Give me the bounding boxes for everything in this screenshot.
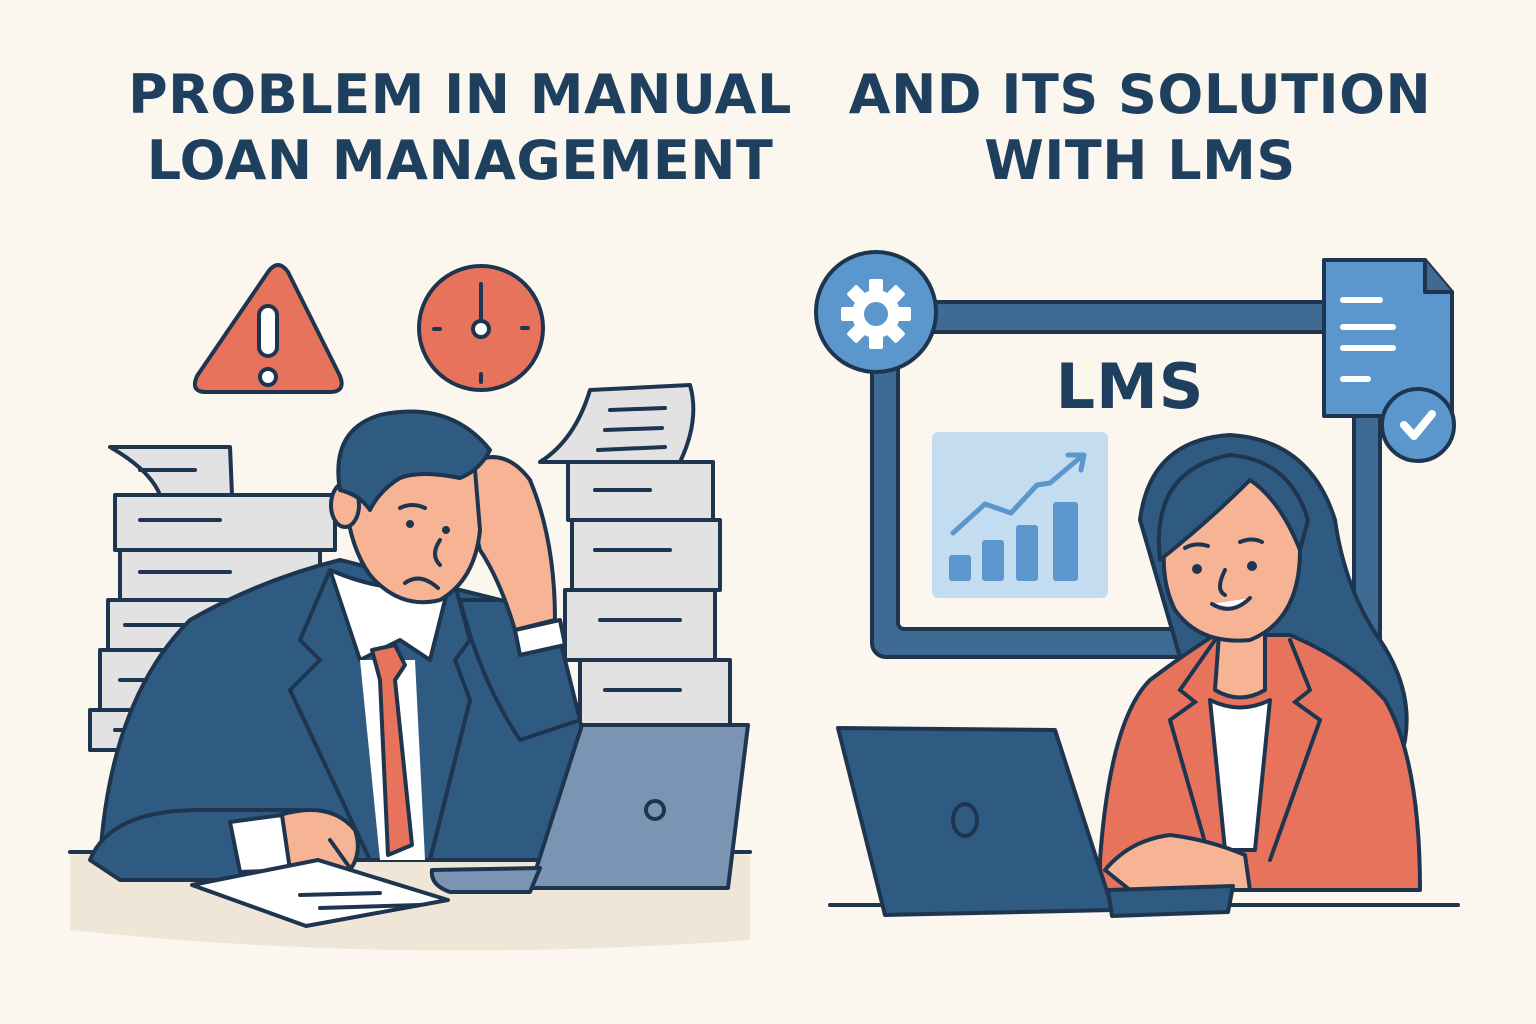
- solution-title-line1: AND ITS SOLUTION: [848, 63, 1432, 126]
- growth-chart-icon: [932, 432, 1108, 598]
- lms-screen-label: LMS: [1055, 350, 1205, 423]
- smiling-woman: [1098, 433, 1422, 892]
- laptop-right: [836, 726, 1235, 918]
- clock-icon: [417, 264, 545, 392]
- stressed-man: [88, 409, 602, 882]
- gear-icon: [814, 250, 938, 374]
- warning-icon: [192, 263, 344, 394]
- solution-title: AND ITS SOLUTION WITH LMS: [840, 62, 1440, 194]
- checkmark-icon: [1380, 387, 1456, 463]
- laptop-left: [429, 723, 750, 894]
- problem-title-line1: PROBLEM IN MANUAL: [128, 63, 792, 126]
- problem-title-line2: LOAN MANAGEMENT: [146, 129, 774, 192]
- paper-stack-right: [538, 383, 732, 732]
- document-icon: [1322, 258, 1454, 418]
- problem-title: PROBLEM IN MANUAL LOAN MANAGEMENT: [110, 62, 810, 194]
- paper-sheet: [190, 858, 450, 928]
- solution-title-line2: WITH LMS: [984, 129, 1296, 192]
